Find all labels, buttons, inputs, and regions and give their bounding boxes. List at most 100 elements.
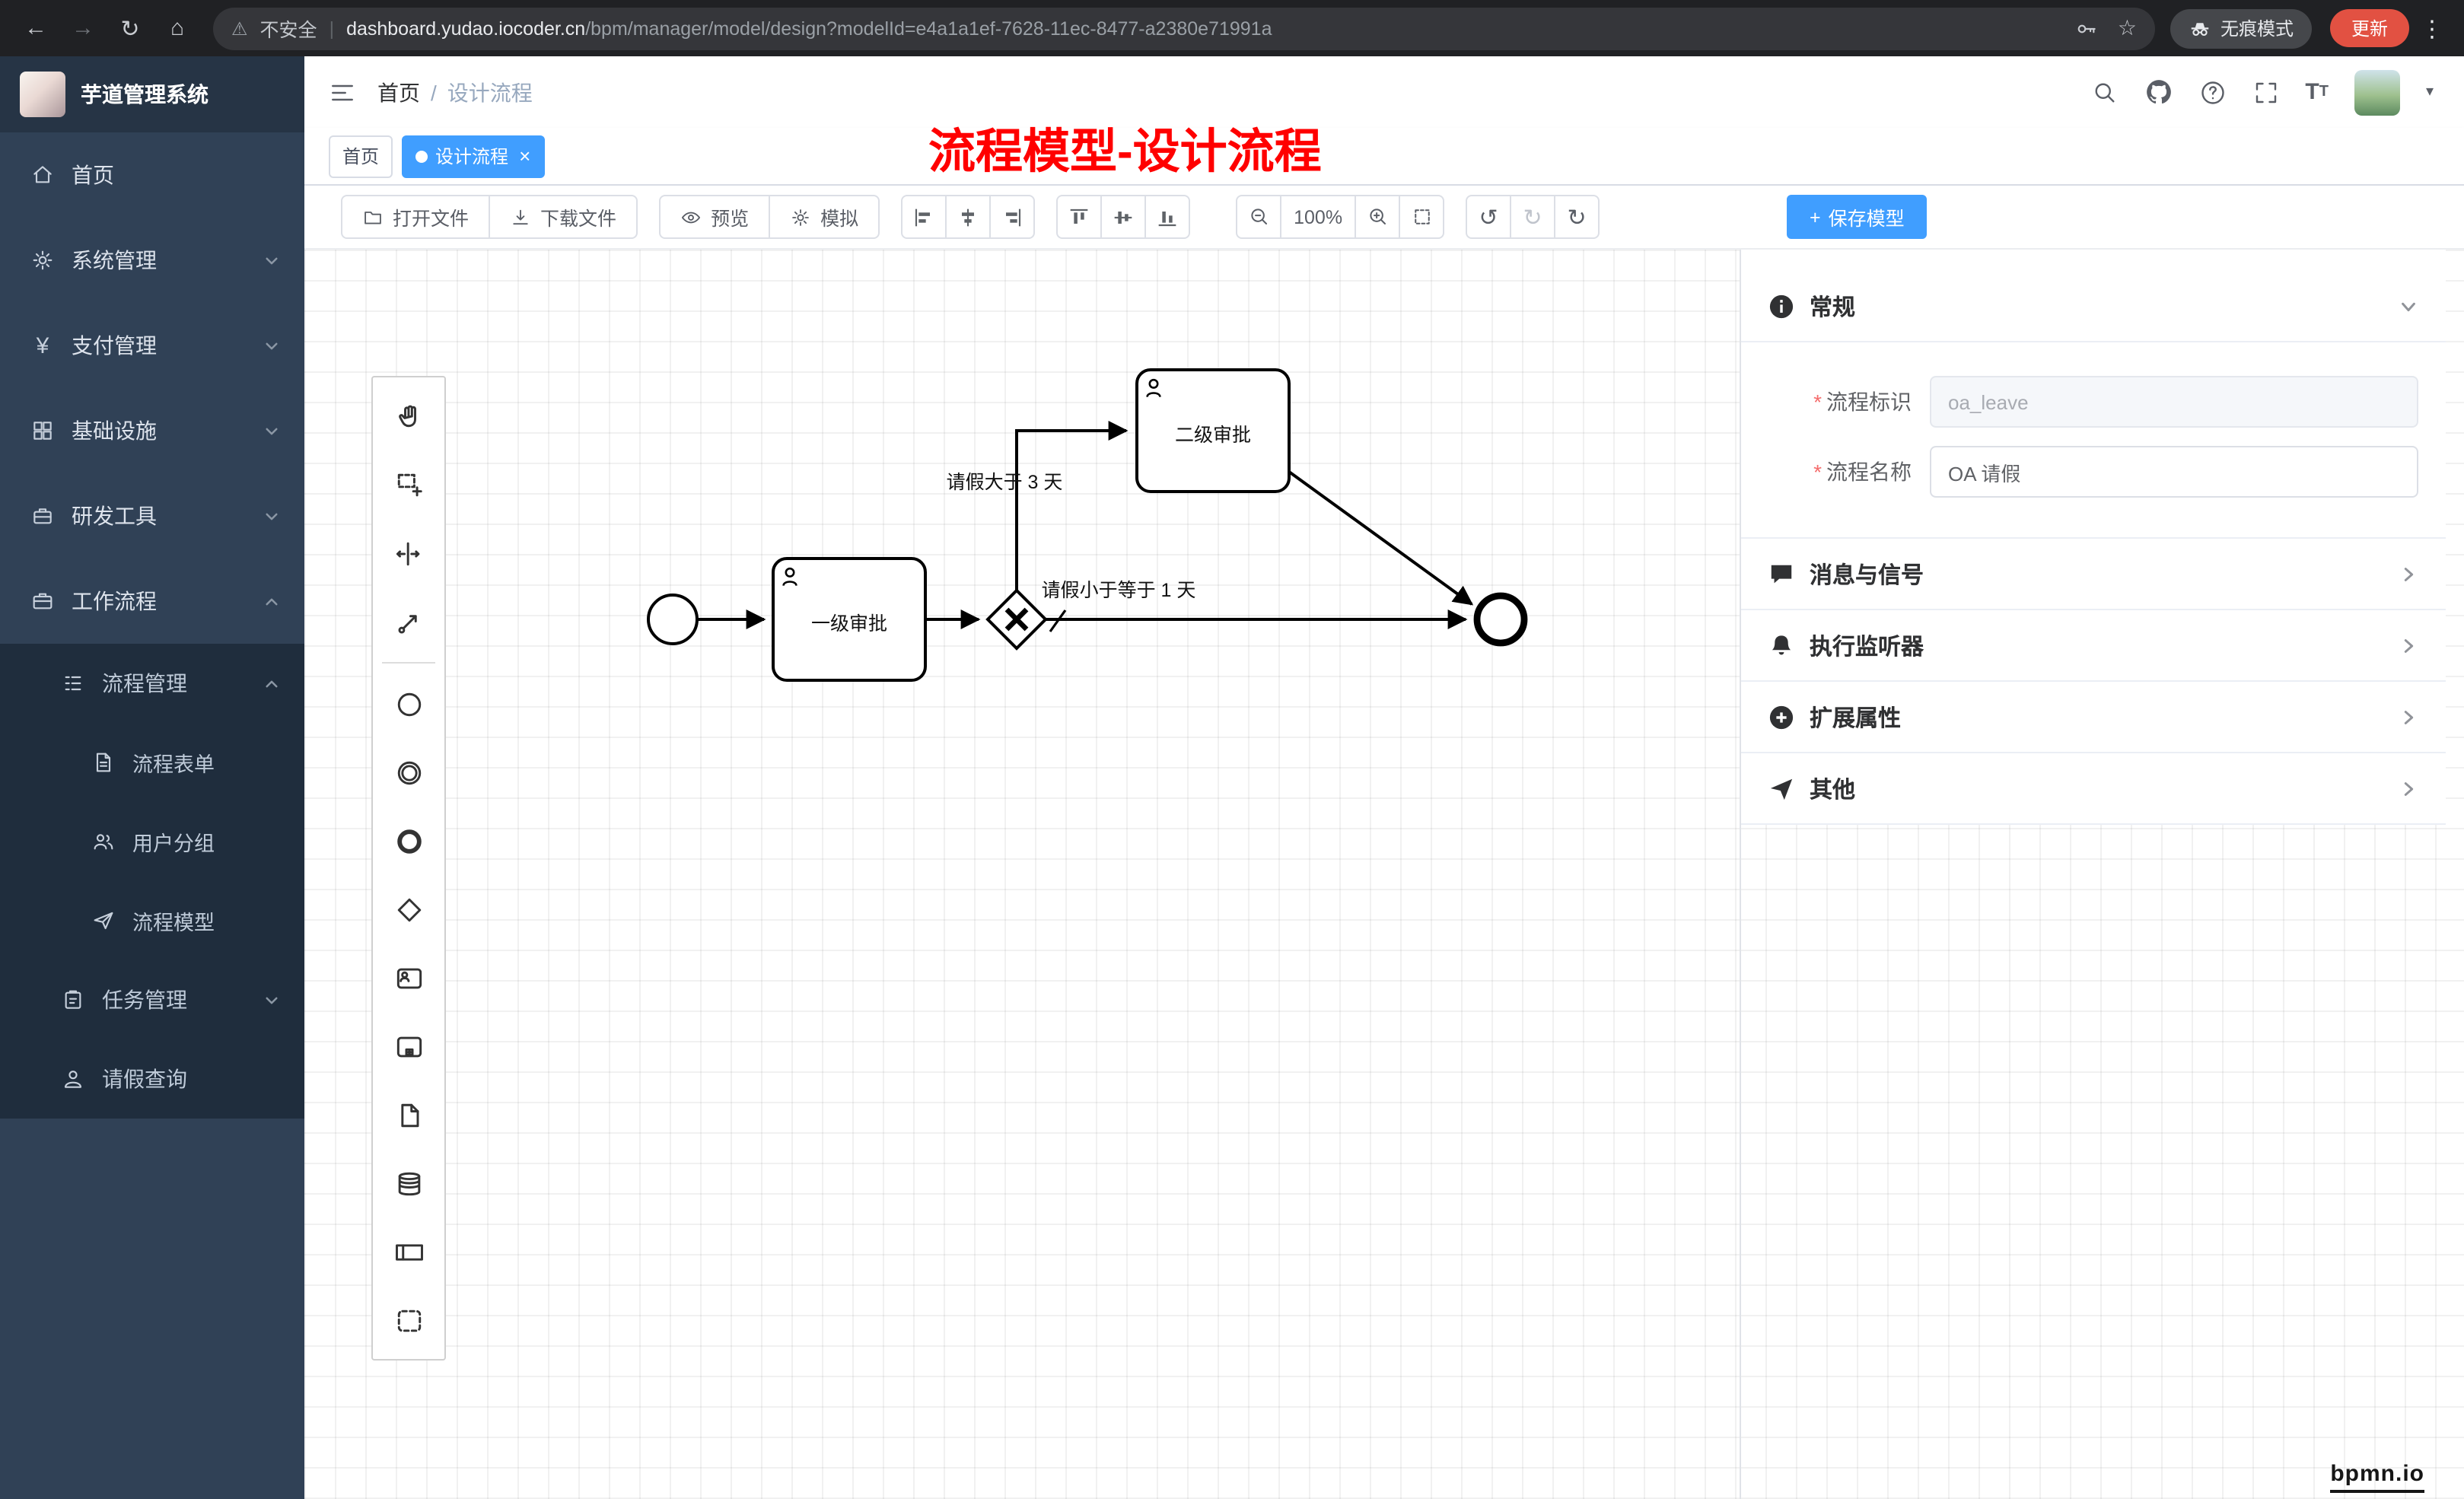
open-file-button[interactable]: 打开文件	[341, 195, 491, 239]
sidebar-item-system[interactable]: 系统管理	[0, 218, 304, 303]
send-icon	[1770, 778, 1793, 800]
sidebar-item-task-management[interactable]: 任务管理	[0, 960, 304, 1039]
tab-design-process[interactable]: 设计流程 ×	[402, 135, 545, 177]
restart-button[interactable]: ↻	[1554, 195, 1600, 239]
key-icon[interactable]	[2075, 16, 2099, 40]
save-model-button[interactable]: + 保存模型	[1787, 195, 1928, 239]
tab-home[interactable]: 首页	[329, 135, 393, 177]
info-icon	[1769, 294, 1794, 318]
section-execution-listeners[interactable]: 执行监听器	[1741, 610, 2446, 682]
exclusive-x-icon	[1004, 607, 1029, 632]
bookmark-star-icon[interactable]: ☆	[2117, 15, 2137, 40]
end-event-shape[interactable]	[1473, 592, 1528, 647]
flow-task2-to-end[interactable]	[1288, 470, 1474, 606]
sidebar-item-process-management[interactable]: 流程管理	[0, 644, 304, 723]
sidebar-item-devtools[interactable]: 研发工具	[0, 473, 304, 559]
breadcrumb-separator: /	[431, 80, 437, 104]
align-left-button[interactable]	[901, 195, 947, 239]
palette-create-subprocess[interactable]	[373, 1012, 444, 1080]
section-extended-attributes[interactable]: 扩展属性	[1741, 682, 2446, 753]
gateway-shape[interactable]	[985, 588, 1048, 651]
avatar-caret-icon[interactable]: ▾	[2425, 84, 2434, 100]
search-icon[interactable]	[2090, 78, 2118, 106]
palette-create-end-event[interactable]	[373, 807, 444, 875]
browser-refresh-icon[interactable]: ↻	[120, 16, 140, 42]
task1-shape[interactable]: 一级审批	[772, 557, 927, 682]
grid-icon	[33, 422, 52, 440]
undo-button[interactable]: ↺	[1466, 195, 1512, 239]
palette-create-data-object[interactable]	[373, 1080, 444, 1149]
bpmn-io-logo[interactable]: bpmn.io	[2330, 1462, 2424, 1493]
zoom-out-button[interactable]	[1236, 195, 1282, 239]
help-icon[interactable]	[2198, 78, 2226, 106]
align-top-button[interactable]	[1056, 195, 1103, 239]
palette-create-gateway[interactable]	[373, 875, 444, 944]
url-text[interactable]: dashboard.yudao.iocoder.cn/bpm/manager/m…	[346, 18, 1272, 39]
data-object-icon	[400, 1103, 419, 1127]
align-middle-button[interactable]	[1100, 195, 1147, 239]
redo-button[interactable]: ↻	[1510, 195, 1556, 239]
chevron-down-icon	[2399, 296, 2418, 316]
condition-label-lower[interactable]: 请假小于等于 1 天	[1042, 580, 1196, 601]
browser-update-button[interactable]: 更新	[2329, 9, 2409, 47]
palette-connect-tool[interactable]	[373, 587, 444, 656]
user-avatar[interactable]	[2354, 69, 2400, 115]
github-icon[interactable]	[2144, 78, 2173, 107]
sidebar-item-workflow[interactable]: 工作流程	[0, 559, 304, 644]
palette-create-group[interactable]	[373, 1286, 444, 1354]
palette-hand-tool[interactable]	[373, 382, 444, 450]
palette-lasso-tool[interactable]	[373, 450, 444, 519]
palette-create-user-task[interactable]	[373, 944, 444, 1012]
zoom-level[interactable]: 100%	[1280, 195, 1357, 239]
sidebar-item-infrastructure[interactable]: 基础设施	[0, 388, 304, 473]
palette-create-intermediate-event[interactable]	[373, 738, 444, 807]
sidebar-item-leave-query[interactable]: 请假查询	[0, 1039, 304, 1119]
palette-create-start-event[interactable]	[373, 670, 444, 738]
fullscreen-icon[interactable]	[2252, 78, 2279, 106]
sidebar-item-home[interactable]: 首页	[0, 132, 304, 218]
process-name-input[interactable]	[1930, 446, 2418, 498]
zoom-fit-button[interactable]	[1399, 195, 1445, 239]
align-bottom-button[interactable]	[1144, 195, 1191, 239]
tab-close-icon[interactable]: ×	[519, 145, 531, 167]
sidebar-item-user-group[interactable]: 用户分组	[0, 802, 304, 881]
yen-icon: ¥	[36, 333, 49, 358]
sidebar-item-process-model[interactable]: 流程模型	[0, 881, 304, 960]
chevron-up-icon	[266, 679, 278, 687]
palette-create-participant[interactable]	[373, 1217, 444, 1286]
task1-label: 一级审批	[811, 613, 887, 635]
sidebar-item-payment[interactable]: ¥ 支付管理	[0, 303, 304, 388]
toolbox-icon	[33, 508, 52, 524]
simulate-button[interactable]: 模拟	[769, 195, 880, 239]
browser-forward-icon[interactable]: →	[72, 15, 94, 41]
zoom-in-button[interactable]	[1355, 195, 1401, 239]
download-file-button[interactable]: 下载文件	[489, 195, 638, 239]
task2-shape[interactable]: 二级审批	[1135, 368, 1291, 493]
palette-create-data-store[interactable]	[373, 1149, 444, 1217]
bpmn-canvas[interactable]: 一级审批 二级审批	[304, 250, 2464, 1499]
section-messages-signals[interactable]: 消息与信号	[1741, 539, 2446, 610]
start-event-shape[interactable]	[647, 594, 699, 645]
breadcrumb: 首页 / 设计流程	[377, 77, 533, 107]
align-right-button[interactable]	[989, 195, 1036, 239]
browser-home-icon[interactable]: ⌂	[170, 15, 185, 41]
condition-label-upper[interactable]: 请假大于 3 天	[947, 472, 1063, 493]
sidebar-collapse-icon[interactable]	[329, 78, 356, 106]
align-center-button[interactable]	[945, 195, 992, 239]
flow-gateway-to-task2[interactable]	[1015, 421, 1129, 590]
sidebar-item-process-form[interactable]: 流程表单	[0, 723, 304, 802]
chevron-down-icon	[266, 512, 278, 520]
browser-back-icon[interactable]: ←	[24, 15, 47, 41]
section-general[interactable]: 常规	[1741, 271, 2446, 342]
preview-button[interactable]: 预览	[659, 195, 771, 239]
browser-menu-icon[interactable]: ⋮	[2421, 16, 2443, 42]
section-others[interactable]: 其他	[1741, 753, 2446, 825]
connection-icon	[397, 614, 416, 633]
palette-space-tool[interactable]	[373, 519, 444, 587]
address-bar[interactable]: ⚠ 不安全 | dashboard.yudao.iocoder.cn/bpm/m…	[213, 7, 2155, 49]
document-icon	[96, 753, 111, 772]
chevron-right-icon	[2399, 707, 2418, 727]
security-label[interactable]: 不安全	[259, 20, 317, 41]
breadcrumb-home[interactable]: 首页	[377, 80, 420, 104]
